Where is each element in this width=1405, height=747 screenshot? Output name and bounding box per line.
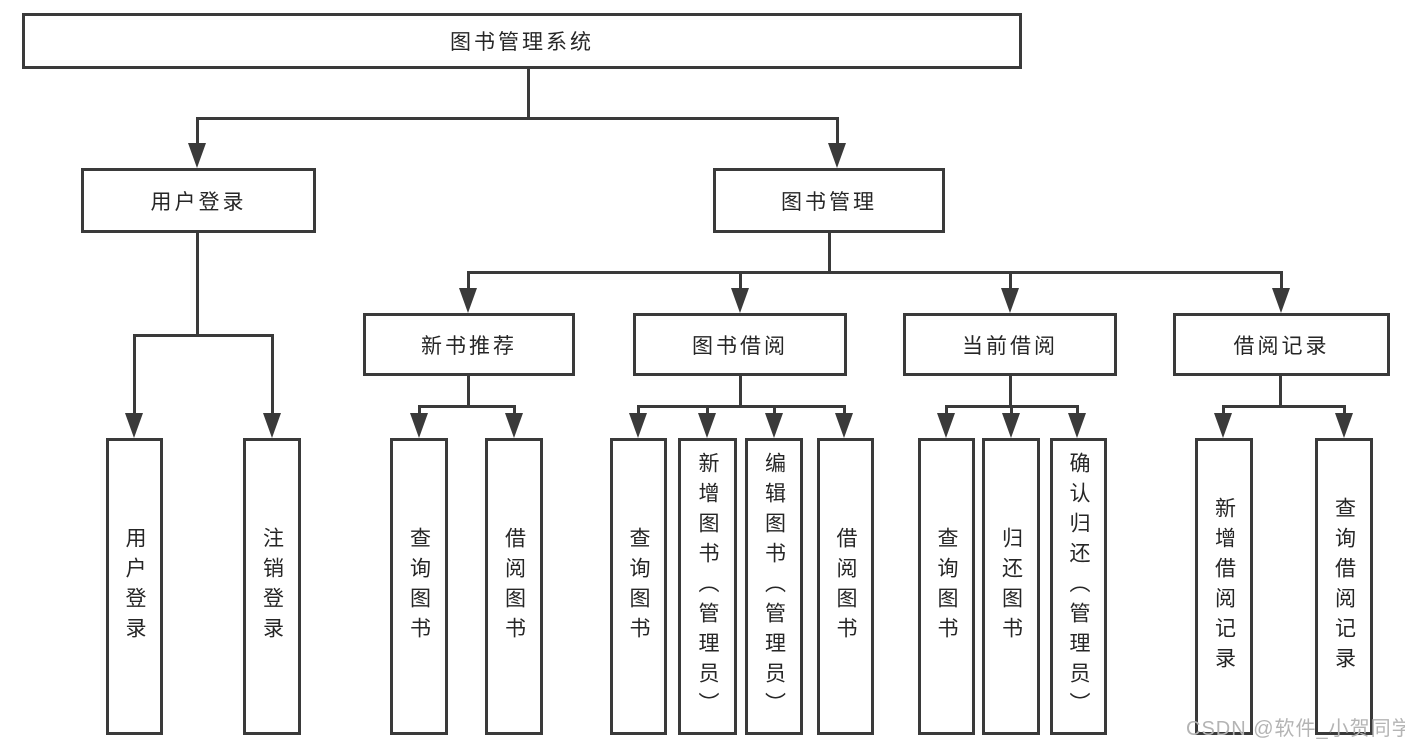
node-root-label: 图书管理系统 <box>450 31 594 54</box>
connector-vline <box>637 405 640 417</box>
connector-hline <box>418 405 516 408</box>
arrowhead-down-icon <box>410 413 428 438</box>
connector-vline <box>1222 405 1225 417</box>
leaf-query-books-2: 查询图书 <box>610 438 667 735</box>
node-new-book-recommend-label: 新书推荐 <box>421 334 517 358</box>
leaf-borrow-books-2: 借阅图书 <box>817 438 874 735</box>
arrowhead-down-icon <box>731 288 749 313</box>
connector-hline <box>196 117 839 120</box>
arrowhead-down-icon <box>505 413 523 438</box>
leaf-edit-books-admin-label: 编辑图书（管理员） <box>762 451 786 722</box>
arrowhead-down-icon <box>263 413 281 438</box>
node-book-borrowing: 图书借阅 <box>633 313 847 376</box>
node-current-borrowing: 当前借阅 <box>903 313 1117 376</box>
leaf-borrow-books-1-label: 借阅图书 <box>502 526 526 647</box>
connector-hline <box>133 334 274 337</box>
arrowhead-down-icon <box>1214 413 1232 438</box>
connector-vline <box>527 69 530 119</box>
connector-vline <box>1010 405 1013 417</box>
node-root: 图书管理系统 <box>22 13 1022 69</box>
connector-vline <box>196 117 199 147</box>
leaf-query-books-1-label: 查询图书 <box>407 526 431 647</box>
connector-vline <box>513 405 516 417</box>
leaf-borrow-books-2-label: 借阅图书 <box>834 526 857 647</box>
leaf-add-books-admin: 新增图书（管理员） <box>678 438 737 735</box>
connector-vline <box>1279 376 1282 408</box>
leaf-confirm-return-admin-label: 确认归还（管理员） <box>1067 451 1090 722</box>
arrowhead-down-icon <box>1335 413 1353 438</box>
connector-hline <box>1222 405 1346 408</box>
connector-vline <box>1280 271 1283 291</box>
leaf-query-borrow-record: 查询借阅记录 <box>1315 438 1373 735</box>
connector-vline <box>467 376 470 408</box>
node-borrow-records-label: 借阅记录 <box>1233 334 1330 358</box>
connector-vline <box>1009 376 1012 408</box>
connector-vline <box>1343 405 1346 417</box>
connector-vline <box>945 405 948 417</box>
leaf-add-borrow-record: 新增借阅记录 <box>1195 438 1253 735</box>
arrowhead-down-icon <box>765 413 783 438</box>
connector-vline <box>843 405 846 417</box>
leaf-add-borrow-record-label: 新增借阅记录 <box>1212 496 1236 677</box>
leaf-confirm-return-admin: 确认归还（管理员） <box>1050 438 1107 735</box>
node-current-borrowing-label: 当前借阅 <box>962 334 1058 358</box>
connector-vline <box>271 334 274 416</box>
connector-vline <box>739 376 742 408</box>
leaf-query-books-3-label: 查询图书 <box>935 526 958 647</box>
node-new-book-recommend: 新书推荐 <box>363 313 575 376</box>
leaf-logout-label: 注销登录 <box>260 526 284 647</box>
connector-vline <box>133 334 136 416</box>
leaf-logout: 注销登录 <box>243 438 301 735</box>
connector-vline <box>196 233 199 337</box>
connector-vline <box>773 405 776 417</box>
arrowhead-down-icon <box>125 413 143 438</box>
connector-vline <box>739 271 742 291</box>
node-book-management-label: 图书管理 <box>781 190 877 214</box>
connector-vline <box>836 117 839 147</box>
connector-vline <box>828 233 831 273</box>
arrowhead-down-icon <box>1272 288 1290 313</box>
leaf-borrow-books-1: 借阅图书 <box>485 438 543 735</box>
leaf-query-books-1: 查询图书 <box>390 438 448 735</box>
connector-vline <box>1009 271 1012 291</box>
arrowhead-down-icon <box>1068 413 1086 438</box>
leaf-user-login-label: 用户登录 <box>123 526 146 647</box>
arrowhead-down-icon <box>1001 288 1019 313</box>
arrowhead-down-icon <box>459 288 477 313</box>
leaf-query-borrow-record-label: 查询借阅记录 <box>1332 496 1356 677</box>
arrowhead-down-icon <box>828 143 846 168</box>
node-user-login-label: 用户登录 <box>150 190 247 214</box>
connector-vline <box>1076 405 1079 417</box>
leaf-return-books-label: 归还图书 <box>999 526 1023 647</box>
arrowhead-down-icon <box>698 413 716 438</box>
node-borrow-records: 借阅记录 <box>1173 313 1390 376</box>
node-user-login: 用户登录 <box>81 168 316 233</box>
connector-vline <box>467 271 470 291</box>
leaf-user-login: 用户登录 <box>106 438 163 735</box>
connector-vline <box>706 405 709 417</box>
leaf-return-books: 归还图书 <box>982 438 1040 735</box>
leaf-query-books-3: 查询图书 <box>918 438 975 735</box>
leaf-edit-books-admin: 编辑图书（管理员） <box>745 438 803 735</box>
node-book-management: 图书管理 <box>713 168 945 233</box>
connector-hline <box>467 271 1282 274</box>
leaf-add-books-admin-label: 新增图书（管理员） <box>696 451 719 722</box>
leaf-query-books-2-label: 查询图书 <box>627 526 650 647</box>
arrowhead-down-icon <box>937 413 955 438</box>
watermark: CSDN @软件_小贺同学 <box>1186 718 1405 740</box>
arrowhead-down-icon <box>629 413 647 438</box>
arrowhead-down-icon <box>188 143 206 168</box>
arrowhead-down-icon <box>835 413 853 438</box>
node-book-borrowing-label: 图书借阅 <box>692 334 788 358</box>
connector-vline <box>418 405 421 417</box>
connector-hline <box>637 405 846 408</box>
arrowhead-down-icon <box>1002 413 1020 438</box>
